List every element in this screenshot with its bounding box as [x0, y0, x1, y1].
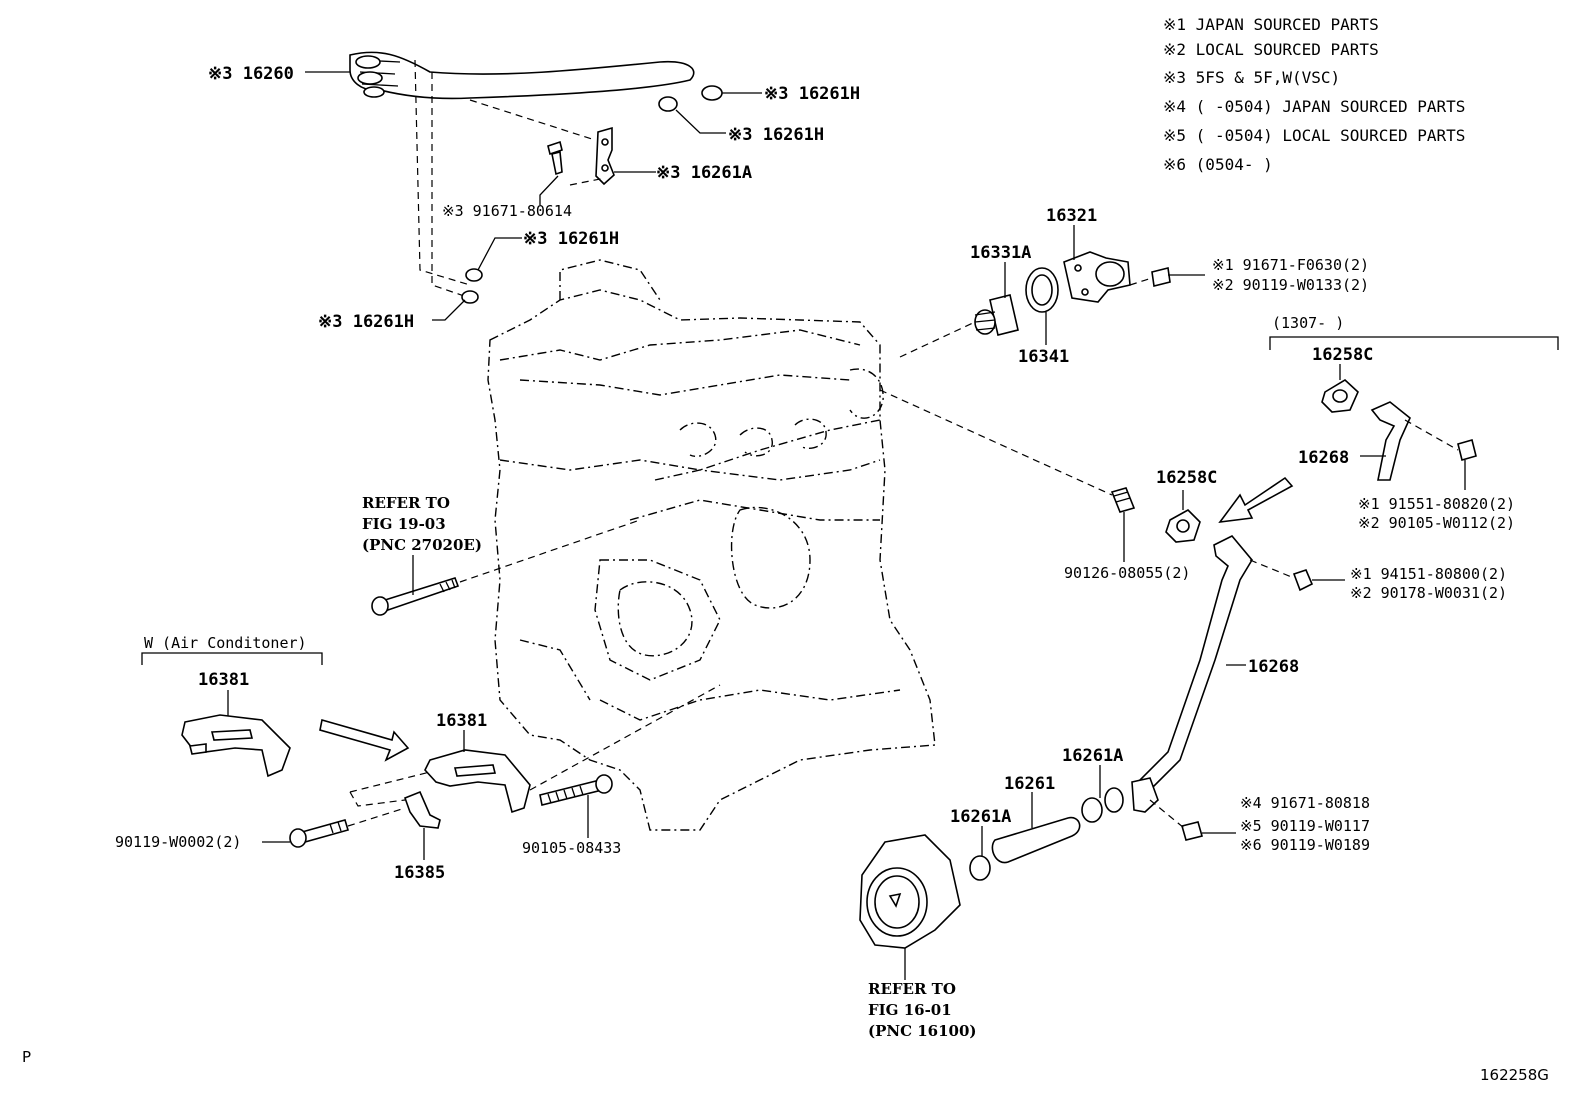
label-16258C-b: 16258C [1156, 468, 1217, 488]
label-16258C-a: 16258C [1312, 345, 1373, 365]
label-90105-W0112: ※2 90105-W0112(2) [1358, 514, 1515, 532]
label-91551-80820: ※1 91551-80820(2) [1358, 495, 1515, 513]
label-16268-b: 16268 [1248, 657, 1299, 677]
note-5: ※5 ( -0504) LOCAL SOURCED PARTS [1163, 126, 1465, 145]
label-90119-W0189: ※6 90119-W0189 [1240, 836, 1370, 854]
arrow-indicator-ac [319, 718, 410, 762]
water-pipe-group [879, 389, 1345, 881]
ref1-line3: (PNC 27020E) [362, 536, 482, 554]
ref1-line1: REFER TO [362, 494, 450, 512]
label-16268-a: 16268 [1298, 448, 1349, 468]
label-91671-F0630: ※1 91671-F0630(2) [1212, 256, 1369, 274]
label-16381-b: 16381 [436, 711, 487, 731]
label-16261H-a: ※3 16261H [764, 84, 860, 104]
label-16321: 16321 [1046, 206, 1097, 226]
clamp-16261H-top [658, 85, 762, 134]
label-ac-title: W (Air Conditoner) [144, 634, 307, 652]
label-90119-W0133: ※2 90119-W0133(2) [1212, 276, 1369, 294]
label-16261A-b: 16261A [950, 807, 1011, 827]
label-91671-80614: ※3 91671-80614 [442, 202, 572, 220]
label-16261A-top: ※3 16261A [656, 163, 752, 183]
ac-bracket-group [141, 652, 721, 860]
long-bolt-drawing [371, 519, 641, 616]
note-1: ※1 JAPAN SOURCED PARTS [1163, 15, 1379, 34]
arrow-indicator-right [1218, 476, 1294, 524]
label-16381-a: 16381 [198, 670, 249, 690]
water-pump-drawing [859, 834, 961, 980]
label-16261: 16261 [1004, 774, 1055, 794]
label-16261H-c: ※3 16261H [523, 229, 619, 249]
ref2-line1: REFER TO [868, 980, 956, 998]
ref2-line3: (PNC 16100) [868, 1022, 977, 1040]
note-6: ※6 (0504- ) [1163, 155, 1273, 174]
label-90119-W0002: 90119-W0002(2) [115, 833, 241, 851]
label-16331A: 16331A [970, 243, 1031, 263]
label-16261H-b: ※3 16261H [728, 125, 824, 145]
note-3: ※3 5FS & 5F,W(VSC) [1163, 68, 1340, 87]
refer-fig-19-03: REFER TO FIG 19-03 (PNC 27020E) [362, 494, 482, 554]
label-90119-W0117: ※5 90119-W0117 [1240, 817, 1370, 835]
label-16385: 16385 [394, 863, 445, 883]
bracket-16261A-top [539, 126, 656, 205]
label-94151-80800: ※1 94151-80800(2) [1350, 565, 1507, 583]
note-2: ※2 LOCAL SOURCED PARTS [1163, 40, 1379, 59]
note-4: ※4 ( -0504) JAPAN SOURCED PARTS [1163, 97, 1465, 116]
label-16261H-d: ※3 16261H [318, 312, 414, 332]
label-16260: ※3 16260 [208, 64, 294, 84]
label-range-1307: (1307- ) [1272, 314, 1344, 332]
notes-block: ※1 JAPAN SOURCED PARTS ※2 LOCAL SOURCED … [1163, 15, 1465, 174]
variant-1307-group [1269, 336, 1559, 490]
hose-16260 [305, 51, 695, 100]
footer-left-code: P [22, 1048, 31, 1066]
label-16341: 16341 [1018, 347, 1069, 367]
refer-fig-16-01: REFER TO FIG 16-01 (PNC 16100) [868, 980, 977, 1040]
ref2-line2: FIG 16-01 [868, 1001, 952, 1019]
label-90126-08055: 90126-08055(2) [1064, 564, 1190, 582]
ref1-line2: FIG 19-03 [362, 515, 446, 533]
clamp-16261H-lower [432, 237, 522, 321]
label-91671-80818: ※4 91671-80818 [1240, 794, 1370, 812]
footer-figure-id: 162258G [1480, 1066, 1549, 1084]
label-16261A-a: 16261A [1062, 746, 1123, 766]
thermostat-group [899, 225, 1205, 358]
label-90105-08433: 90105-08433 [522, 839, 621, 857]
engine-block-drawing [487, 259, 936, 831]
label-90178-W0031: ※2 90178-W0031(2) [1350, 584, 1507, 602]
